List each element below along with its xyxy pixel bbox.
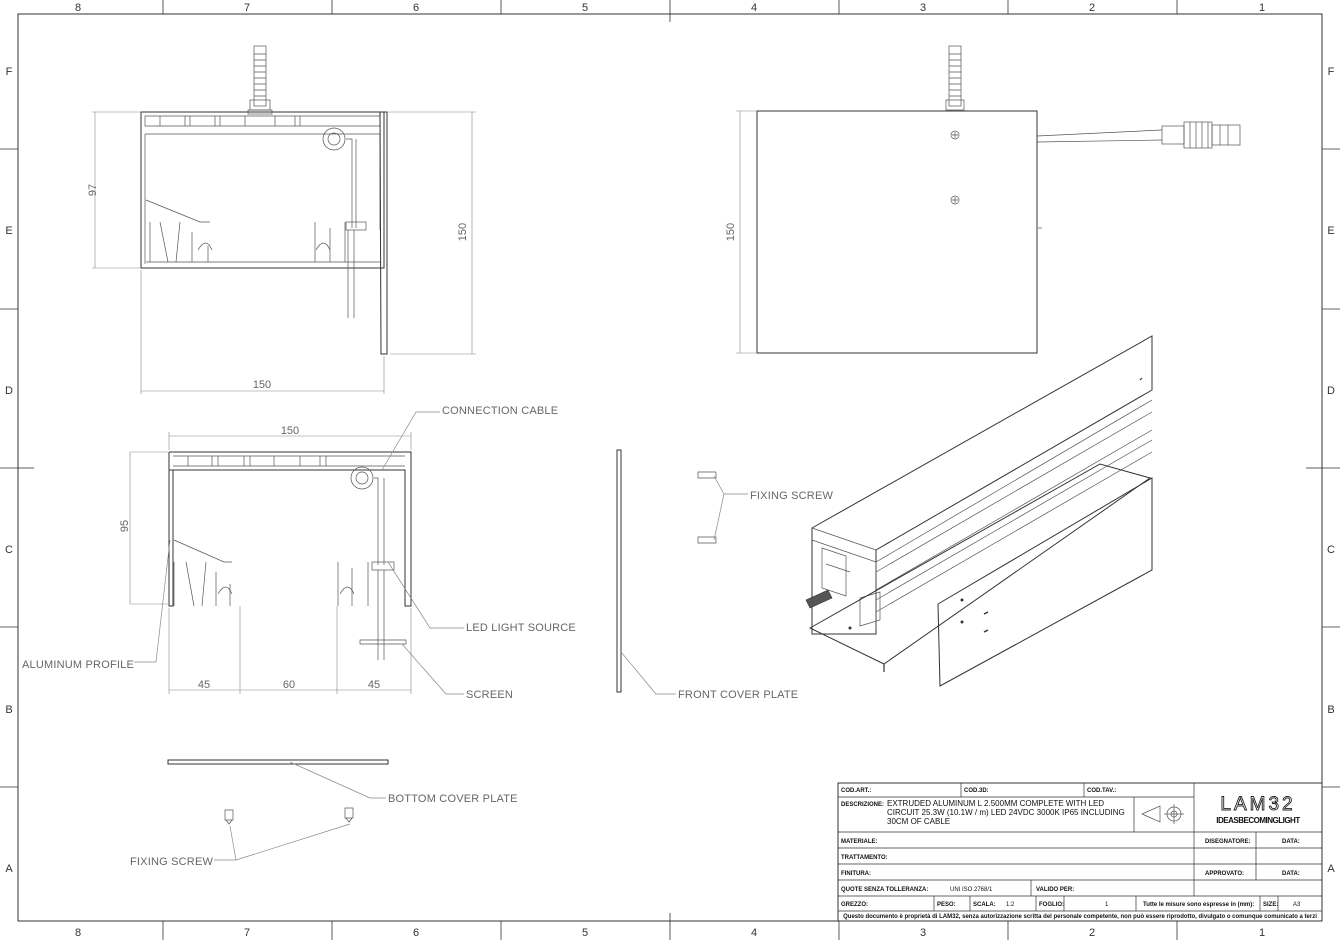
callout-led-light-source: LED LIGHT SOURCE bbox=[466, 622, 576, 634]
projection-symbol-icon bbox=[1141, 804, 1184, 824]
grid-row-labels: F E D C B A F E D C B A bbox=[0, 66, 1340, 875]
dim-section-width-150: 150 bbox=[281, 425, 299, 437]
side-view-top-right: 150 bbox=[725, 45, 1241, 354]
row-right-F: F bbox=[1328, 66, 1335, 78]
description-line-2: CIRCUIT 25.3W (10.1W / m) LED 24VDC 3000… bbox=[887, 808, 1125, 817]
lam32-logo: LAM32 IDEASBECOMINGLIGHT bbox=[1216, 794, 1301, 825]
drawing-frame bbox=[17, 13, 1323, 922]
col-top-8: 8 bbox=[75, 2, 81, 14]
dim-base-45-left: 45 bbox=[198, 679, 210, 691]
logo-tagline: IDEASBECOMINGLIGHT bbox=[1216, 816, 1300, 825]
col-bottom-2: 2 bbox=[1089, 927, 1095, 939]
label-data-2: DATA: bbox=[1282, 871, 1300, 877]
row-right-B: B bbox=[1327, 704, 1334, 716]
callout-fixing-screw-lower: FIXING SCREW bbox=[130, 856, 213, 868]
col-top-6: 6 bbox=[413, 2, 419, 14]
fixing-screws-upper bbox=[697, 471, 717, 544]
end-view-top-left: 97 150 150 bbox=[87, 45, 476, 394]
callout-bottom-cover-plate: BOTTOM COVER PLATE bbox=[388, 793, 518, 805]
callout-leaders bbox=[134, 411, 748, 861]
label-descrizione: DESCRIZIONE: bbox=[841, 802, 884, 808]
row-left-F: F bbox=[6, 66, 13, 78]
value-size: A3 bbox=[1293, 902, 1301, 908]
section-view: 150 95 45 60 45 bbox=[119, 425, 412, 694]
label-scala: SCALA: bbox=[973, 902, 996, 908]
dim-section-height-95: 95 bbox=[119, 520, 131, 532]
bottom-cover-plate-part bbox=[167, 759, 389, 765]
col-bottom-4: 4 bbox=[751, 927, 757, 939]
label-cod-3d: COD.3D: bbox=[964, 788, 989, 794]
value-foglio: 1 bbox=[1105, 902, 1109, 908]
col-top-1: 1 bbox=[1259, 2, 1265, 14]
dim-height-97: 97 bbox=[87, 184, 99, 196]
description-line-3: 30CM OF CABLE bbox=[887, 817, 950, 826]
col-bottom-1: 1 bbox=[1259, 927, 1265, 939]
col-top-4: 4 bbox=[751, 2, 757, 14]
dim-side-height-150: 150 bbox=[725, 223, 737, 241]
callout-aluminum-profile: ALUMINUM PROFILE bbox=[22, 659, 134, 671]
row-left-A: A bbox=[5, 863, 13, 875]
row-left-E: E bbox=[5, 225, 12, 237]
callout-screen: SCREEN bbox=[466, 689, 513, 701]
row-right-A: A bbox=[1327, 863, 1335, 875]
dim-overall-150: 150 bbox=[457, 223, 469, 241]
label-cod-tav: COD.TAV.: bbox=[1087, 788, 1116, 794]
row-left-D: D bbox=[5, 385, 13, 397]
col-top-5: 5 bbox=[582, 2, 588, 14]
col-bottom-6: 6 bbox=[413, 927, 419, 939]
note-misure: Tutte le misure sono espresse in (mm): bbox=[1143, 902, 1254, 908]
row-right-C: C bbox=[1327, 544, 1335, 556]
label-foglio: FOGLIO: bbox=[1039, 902, 1064, 908]
col-bottom-8: 8 bbox=[75, 927, 81, 939]
label-data-1: DATA: bbox=[1282, 839, 1300, 845]
col-top-3: 3 bbox=[920, 2, 926, 14]
row-right-D: D bbox=[1327, 385, 1335, 397]
grid-column-labels: 8 7 6 5 4 3 2 1 8 7 6 5 4 3 2 1 bbox=[75, 0, 1265, 940]
callout-connection-cable: CONNECTION CABLE bbox=[442, 405, 558, 417]
value-scala: 1:2 bbox=[1006, 902, 1015, 908]
dim-base-60: 60 bbox=[283, 679, 295, 691]
front-cover-plate-part bbox=[616, 449, 622, 693]
label-size: SIZE: bbox=[1263, 902, 1278, 908]
label-materiale: MATERIALE: bbox=[841, 839, 878, 845]
fixing-screws-lower bbox=[224, 807, 354, 825]
row-left-B: B bbox=[5, 704, 12, 716]
footer-ownership-note: Questo documento è proprietà di LAM32, s… bbox=[843, 914, 1317, 920]
dim-base-45-right: 45 bbox=[368, 679, 380, 691]
label-quote: QUOTE SENZA TOLLERANZA: bbox=[841, 887, 928, 893]
callout-front-cover-plate: FRONT COVER PLATE bbox=[678, 689, 798, 701]
row-right-E: E bbox=[1327, 225, 1334, 237]
row-left-C: C bbox=[5, 544, 13, 556]
col-bottom-7: 7 bbox=[244, 927, 250, 939]
col-top-7: 7 bbox=[244, 2, 250, 14]
description-line-1: EXTRUDED ALUMINUM L 2.500MM COMPLETE WIT… bbox=[887, 799, 1104, 808]
isometric-view bbox=[805, 335, 1153, 687]
label-grezzo: GREZZO: bbox=[841, 902, 868, 908]
dim-width-150-top: 150 bbox=[253, 379, 271, 391]
label-approvato: APPROVATO: bbox=[1205, 871, 1244, 877]
label-valido: VALIDO PER: bbox=[1036, 887, 1074, 893]
label-trattamento: TRATTAMENTO: bbox=[841, 855, 888, 861]
col-bottom-3: 3 bbox=[920, 927, 926, 939]
value-quote: UNI ISO 2768/1 bbox=[950, 887, 993, 893]
label-peso: PESO: bbox=[937, 902, 956, 908]
cable-gland-right bbox=[945, 45, 965, 111]
label-finitura: FINITURA: bbox=[841, 871, 871, 877]
logo-text: LAM32 bbox=[1220, 794, 1295, 815]
col-top-2: 2 bbox=[1089, 2, 1095, 14]
callout-fixing-screw-upper: FIXING SCREW bbox=[750, 490, 833, 502]
label-disegnatore: DISEGNATORE: bbox=[1205, 839, 1250, 845]
cable-gland bbox=[247, 45, 273, 115]
label-cod-art: COD.ART.: bbox=[841, 788, 871, 794]
title-block: COD.ART.: COD.3D: COD.TAV.: DESCRIZIONE:… bbox=[837, 782, 1323, 922]
col-bottom-5: 5 bbox=[582, 927, 588, 939]
